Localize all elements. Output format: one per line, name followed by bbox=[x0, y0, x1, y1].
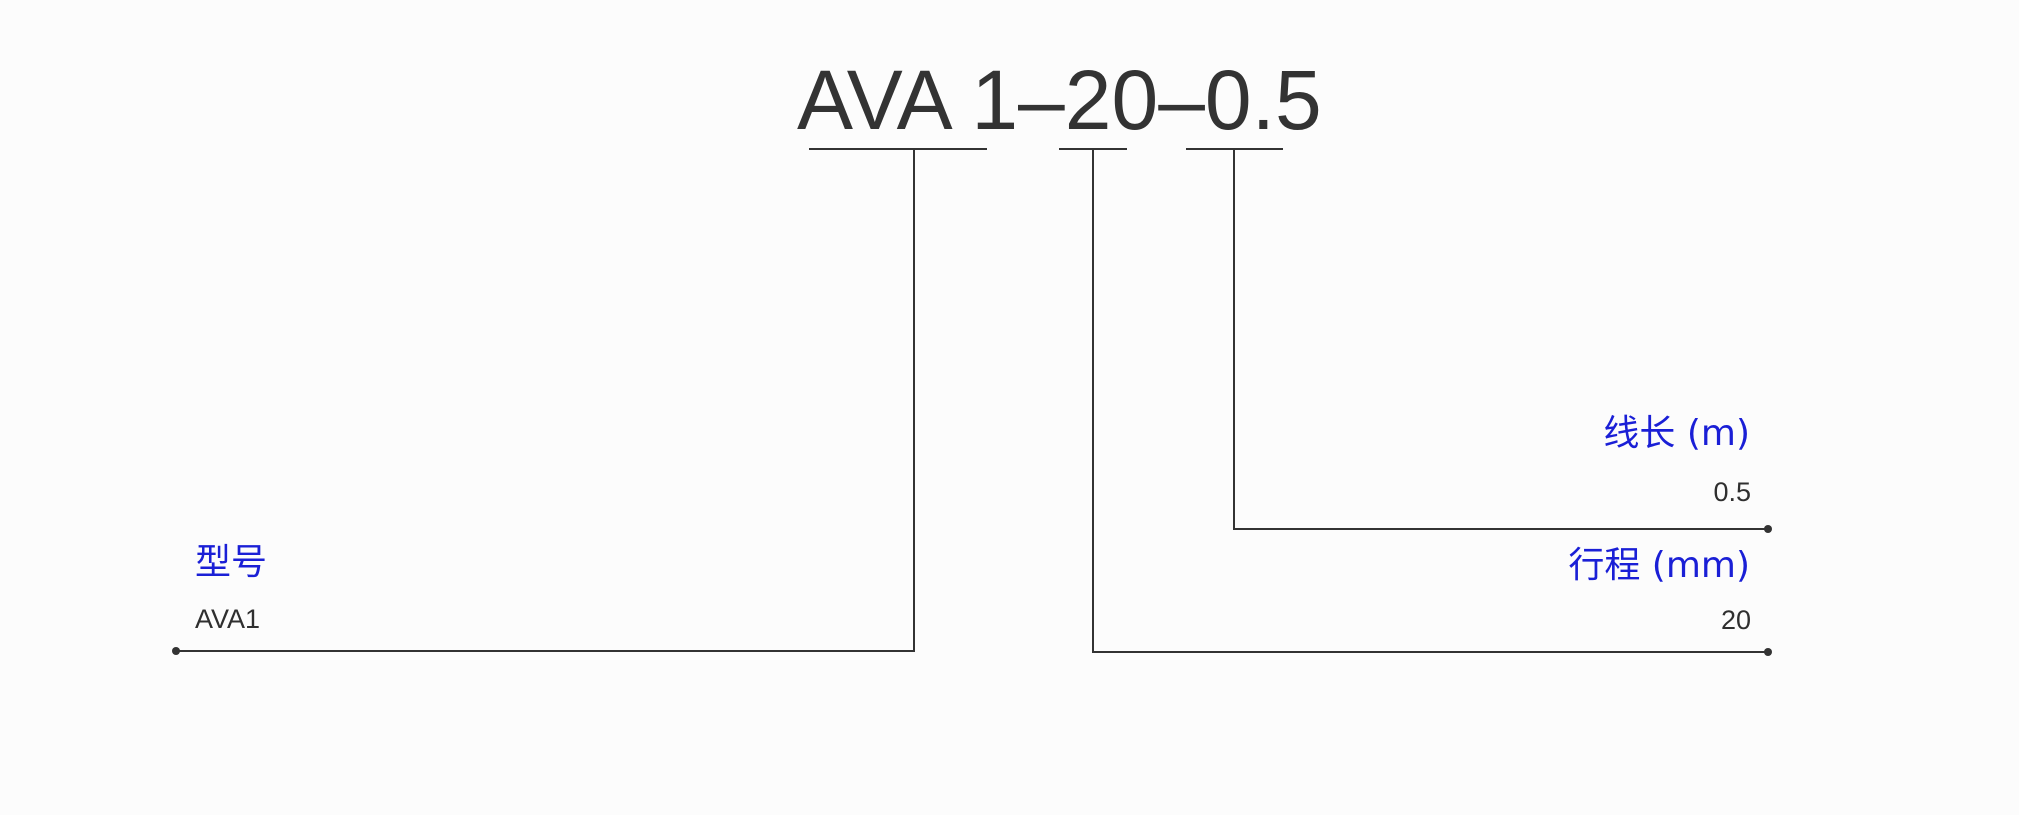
model-code: AVA 1–20–0.5 bbox=[797, 58, 1322, 142]
code-segment-model: AVA 1 bbox=[797, 53, 1019, 147]
cable-length-value: 0.5 bbox=[1713, 477, 1751, 507]
stroke-value: 20 bbox=[1720, 605, 1751, 635]
leader-end-dot-stroke bbox=[1764, 648, 1772, 656]
code-segment-cable-length: 0.5 bbox=[1204, 53, 1322, 147]
code-separator: – bbox=[1018, 53, 1065, 147]
stroke-title: 行程 (mm) bbox=[1568, 545, 1750, 586]
leader-end-dot-model bbox=[172, 647, 180, 655]
leader-model bbox=[176, 149, 915, 652]
leader-end-dot-cable-length bbox=[1764, 525, 1772, 533]
code-segment-stroke: 20 bbox=[1064, 53, 1159, 147]
code-separator: – bbox=[1158, 53, 1205, 147]
model-title: 型号 bbox=[195, 542, 268, 583]
leader-stroke bbox=[1092, 149, 1768, 653]
leader-cable-length bbox=[1233, 149, 1768, 530]
model-value: AVA1 bbox=[195, 604, 261, 634]
cable-length-title: 线长 (m) bbox=[1603, 413, 1750, 454]
